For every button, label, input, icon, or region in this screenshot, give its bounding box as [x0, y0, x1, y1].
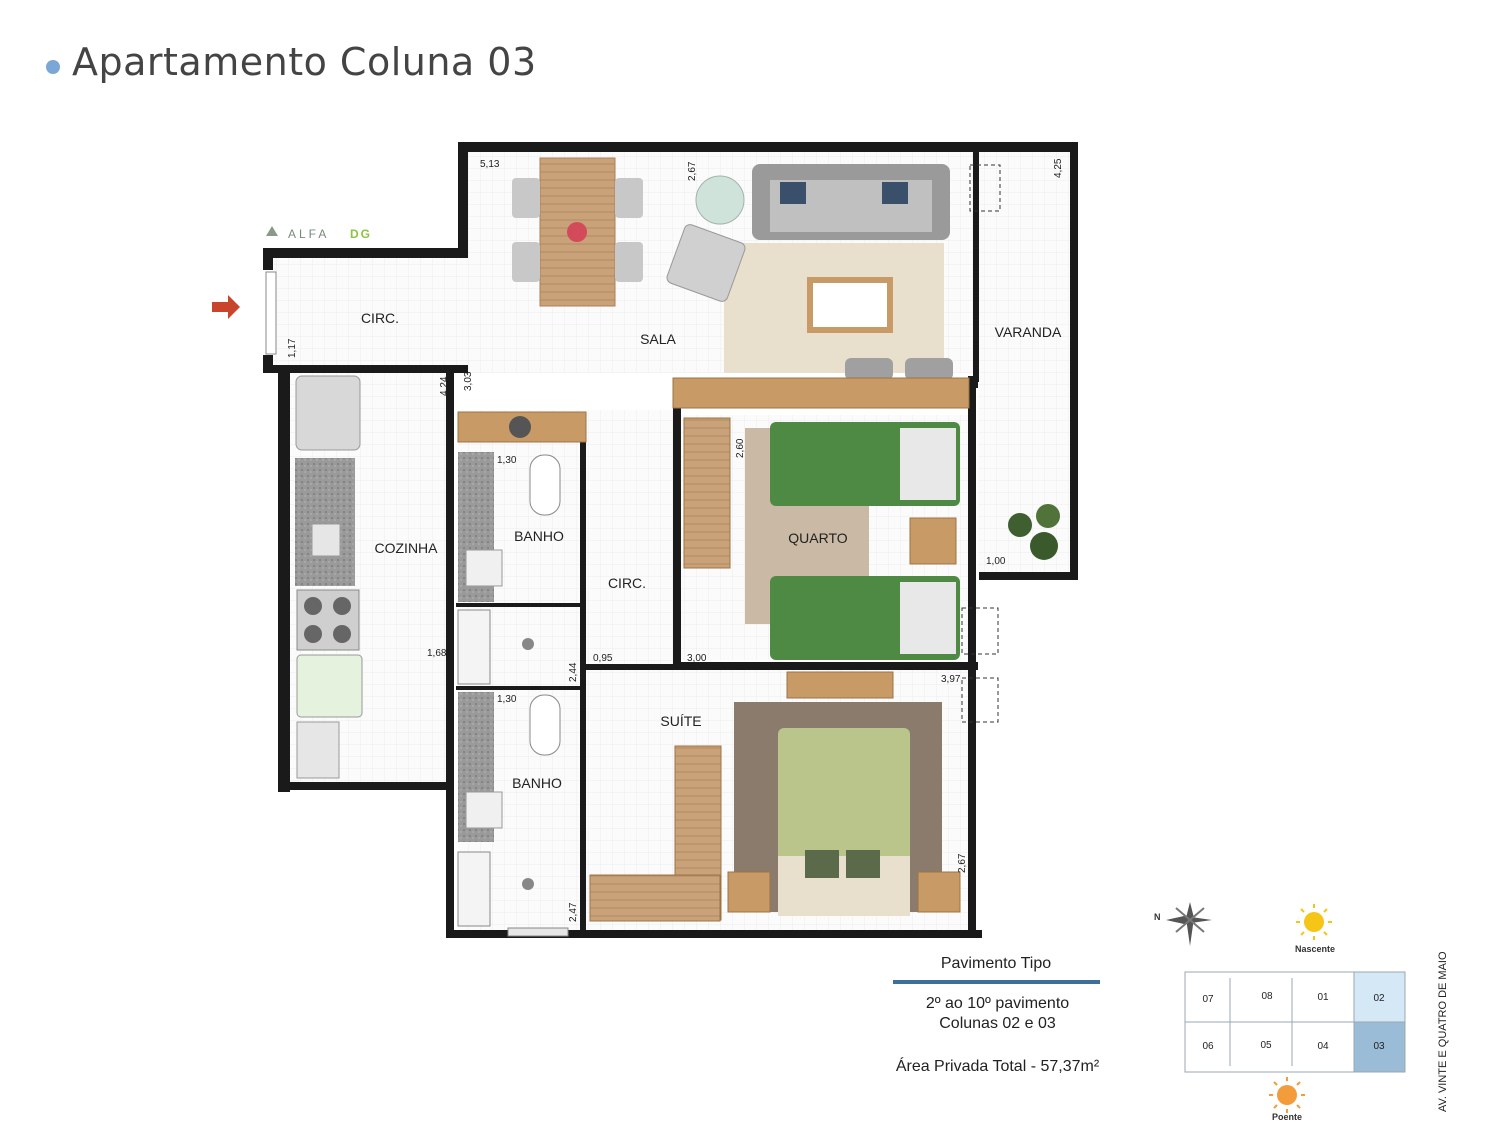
label-quarto: QUARTO	[788, 530, 847, 546]
svg-text:DG: DG	[350, 227, 372, 241]
svg-text:4,24: 4,24	[439, 376, 450, 396]
dining-table	[512, 157, 643, 307]
svg-text:1,30: 1,30	[497, 455, 517, 466]
label-suite: SUÍTE	[660, 713, 701, 729]
svg-text:2,44: 2,44	[568, 662, 579, 682]
svg-text:1,17: 1,17	[287, 338, 298, 358]
info-area: Área Privada Total - 57,37m²	[895, 1058, 1100, 1075]
walls	[263, 142, 1078, 938]
page-title: Apartamento Coluna 03	[46, 40, 537, 84]
label-cozinha: COZINHA	[375, 540, 439, 556]
svg-text:4,25: 4,25	[1053, 158, 1064, 178]
unit-01: 01	[1317, 992, 1329, 1003]
key-plan: 07 08 01 02 06 05 04 03	[1184, 971, 1406, 1073]
armchair	[666, 224, 746, 302]
unit-03: 03	[1373, 1041, 1385, 1052]
suite-window	[507, 927, 569, 937]
title-bullet	[46, 60, 60, 74]
svg-text:2,67: 2,67	[687, 161, 698, 181]
svg-text:3,00: 3,00	[687, 653, 707, 664]
label-varanda: VARANDA	[995, 324, 1062, 340]
ac-unit-sala	[969, 164, 1001, 212]
unit-02: 02	[1373, 993, 1385, 1004]
unit-02-highlight	[1353, 971, 1406, 1023]
sunset-label: Poente	[1272, 1112, 1302, 1122]
coffee-table	[807, 277, 893, 333]
entry-arrow-icon	[212, 295, 240, 319]
ac-unit-quarto	[961, 607, 999, 655]
info-columns: Colunas 02 e 03	[939, 1015, 1056, 1032]
banho-2-fixtures	[457, 692, 561, 927]
label-circ-hall: CIRC.	[608, 575, 646, 591]
street-label: AV. VINTE E QUATRO DE MAIO	[1437, 951, 1449, 1112]
unit-08: 08	[1261, 991, 1273, 1002]
north-label: N	[1154, 912, 1161, 922]
unit-05: 05	[1260, 1040, 1272, 1051]
unit-03-highlight	[1353, 1021, 1406, 1073]
unit-06: 06	[1202, 1041, 1214, 1052]
label-banho-2: BANHO	[512, 775, 562, 791]
info-divider	[893, 980, 1100, 984]
sunrise-sun-icon	[1296, 904, 1332, 940]
entry-door[interactable]	[265, 271, 277, 355]
alfa-dg-logo: ALFA DG	[266, 226, 372, 241]
unit-04: 04	[1317, 1041, 1329, 1052]
dimension-labels: 5,13 2,67 4,25 1,17 4,24 3,03 1,30 2,60 …	[287, 158, 1064, 922]
title-text: Apartamento Coluna 03	[72, 40, 537, 84]
info-heading: Pavimento Tipo	[940, 955, 1052, 972]
tv-rack	[672, 377, 970, 409]
sunrise-label: Nascente	[1295, 944, 1335, 954]
hall-plant	[509, 416, 531, 438]
unit-07: 07	[1202, 994, 1214, 1005]
ac-unit-suite	[961, 677, 999, 723]
svg-text:2,47: 2,47	[568, 902, 579, 922]
ottoman-1	[845, 358, 893, 380]
kitchen-fixtures	[295, 375, 363, 779]
varanda-plants	[1008, 504, 1060, 560]
info-floors: 2º ao 10º pavimento	[925, 995, 1070, 1012]
room-labels: CIRC. SALA VARANDA COZINHA BANHO BANHO C…	[361, 310, 1062, 791]
svg-text:1,30: 1,30	[497, 694, 517, 705]
svg-text:2,67: 2,67	[957, 853, 968, 873]
label-sala: SALA	[640, 331, 676, 347]
svg-text:1,68: 1,68	[427, 648, 447, 659]
svg-text:ALFA: ALFA	[288, 227, 329, 241]
svg-text:0,95: 0,95	[593, 653, 613, 664]
banho-1-fixtures	[457, 452, 561, 685]
svg-text:5,13: 5,13	[480, 159, 500, 170]
label-circ-entry: CIRC.	[361, 310, 399, 326]
compass-rose-icon: N	[1154, 902, 1212, 946]
suite-furniture	[589, 671, 961, 922]
svg-text:3,97: 3,97	[941, 674, 961, 685]
svg-text:2,60: 2,60	[735, 438, 746, 458]
ottoman-2	[905, 358, 953, 380]
svg-text:1,00: 1,00	[986, 556, 1006, 567]
side-table	[695, 175, 745, 225]
quarto-furniture	[683, 417, 960, 660]
svg-text:3,03: 3,03	[463, 371, 474, 391]
sofa	[752, 164, 950, 240]
label-banho-1: BANHO	[514, 528, 564, 544]
sunset-sun-icon	[1269, 1077, 1305, 1113]
